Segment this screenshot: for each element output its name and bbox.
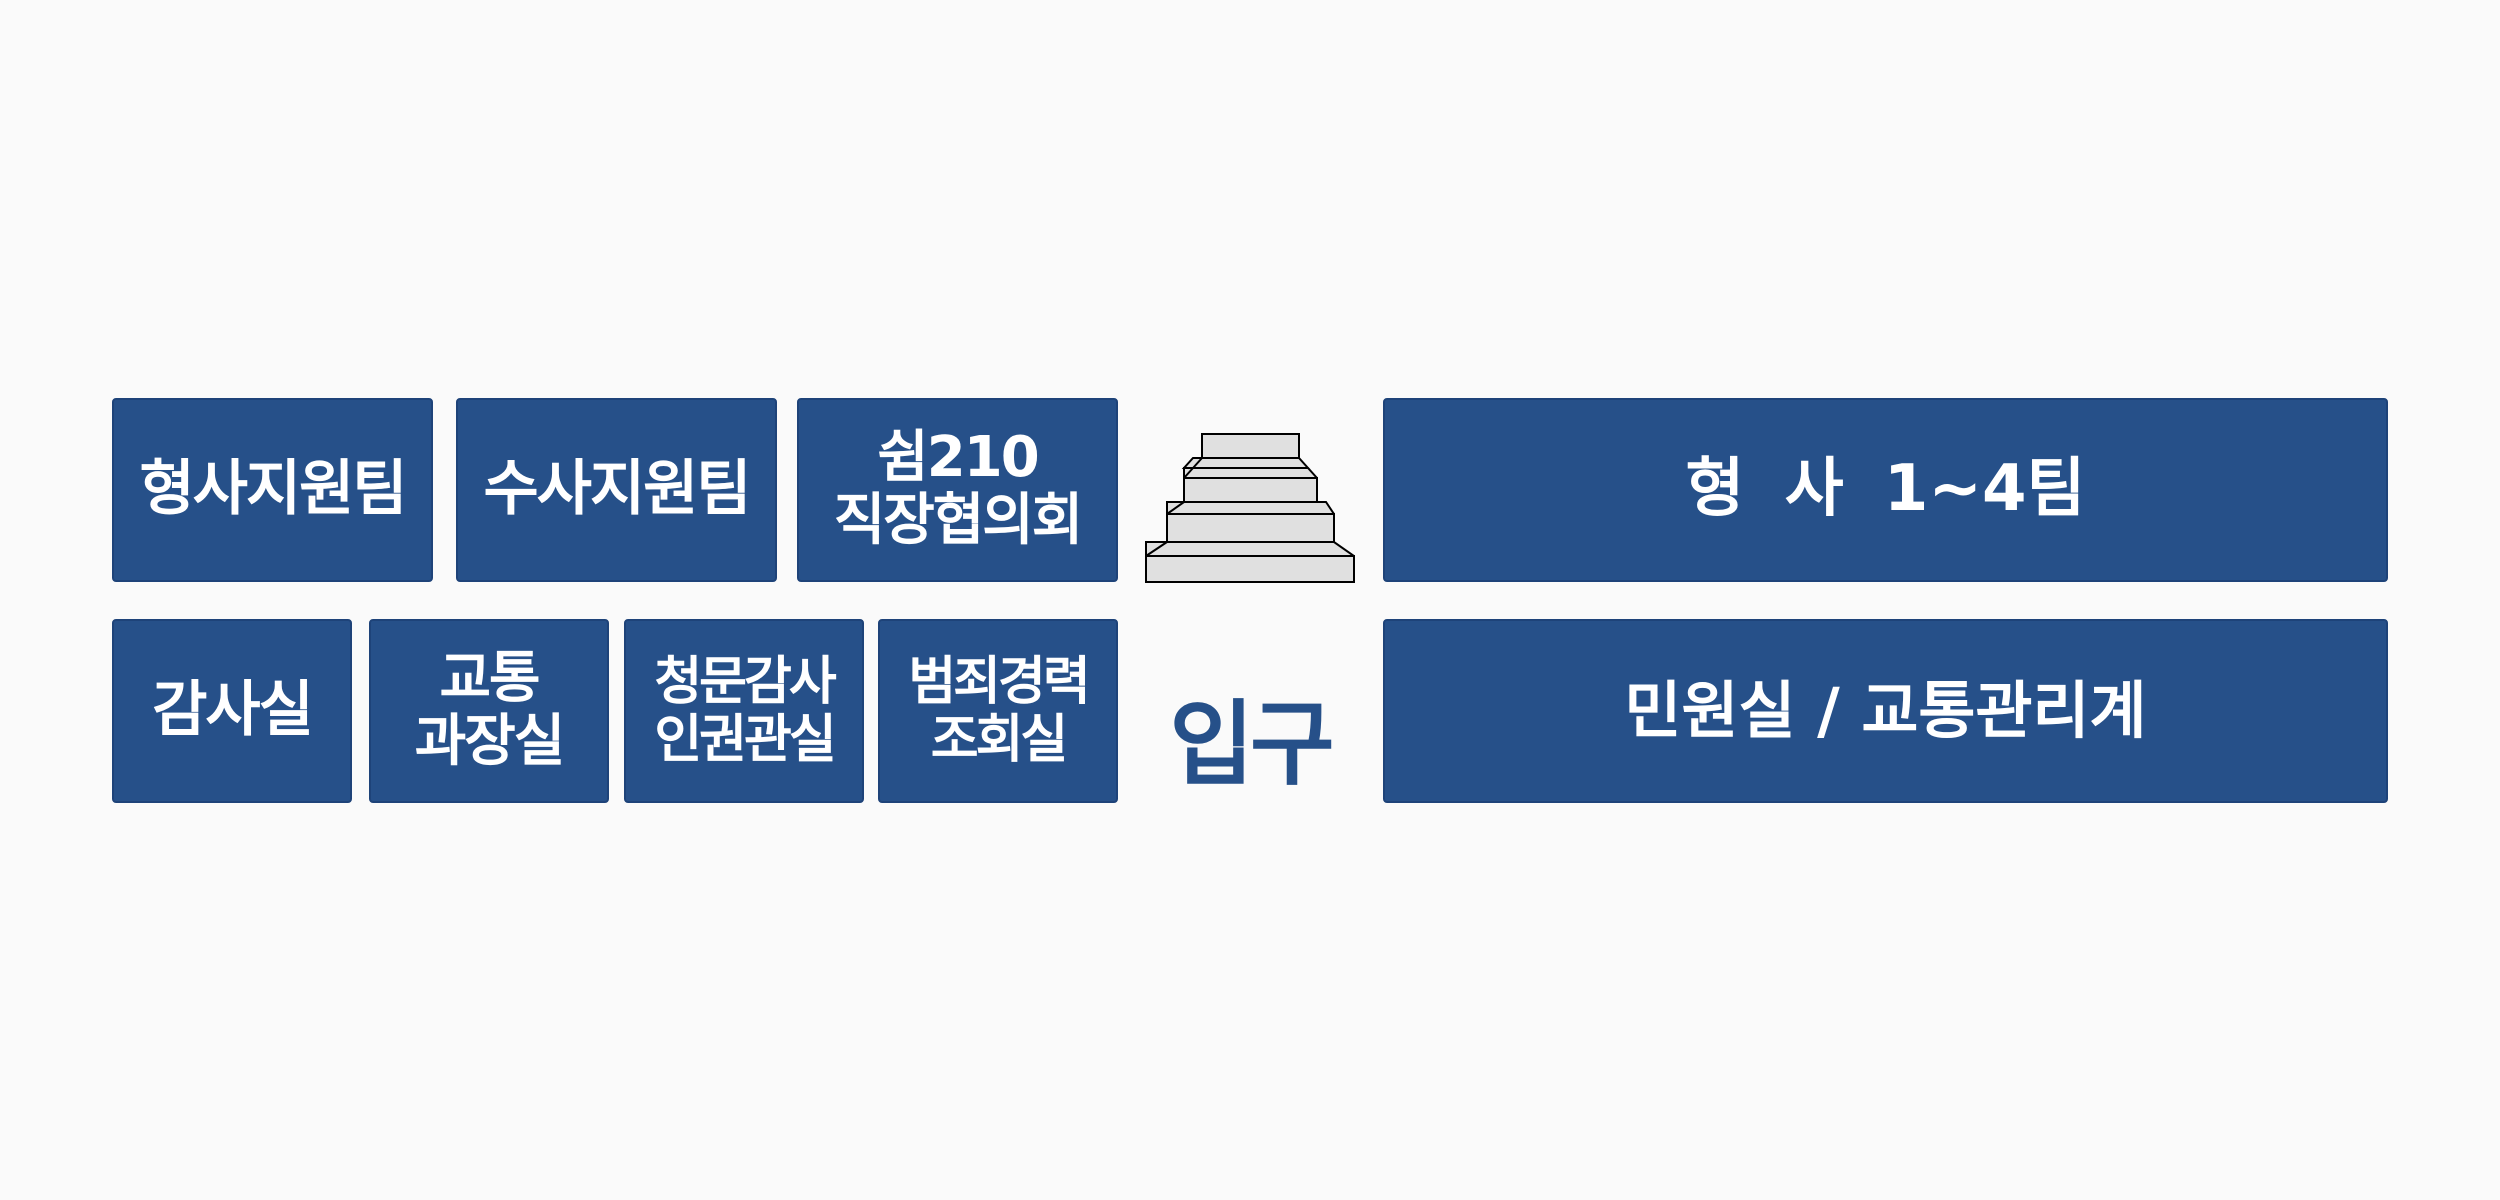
room-label-line-2: 조회실 (930, 710, 1069, 770)
room-label-line-2: 직장협의회 (833, 488, 1084, 553)
room-label-line-2: 인권관실 (654, 710, 836, 770)
room-workplace-council: 쉼210 직장협의회 (797, 398, 1118, 582)
room-label-line-1: 쉼210 (877, 425, 1039, 491)
room-traffic-chief-office: 교통 과장실 (369, 619, 609, 803)
stair-step (1201, 433, 1300, 459)
room-label: 민원실 / 교통관리계 (1624, 674, 2147, 748)
room-label: 수사지원팀 (483, 454, 752, 525)
room-criminal-support-team: 형사지원팀 (112, 398, 433, 582)
stair-step (1145, 555, 1355, 583)
stair-edge (1166, 501, 1185, 515)
room-label: 형 사 1~4팀 (1685, 452, 2086, 527)
entrance-label: 입구 (1169, 691, 1334, 798)
stair-edge (1183, 457, 1203, 479)
stair-step (1181, 457, 1311, 469)
stair-step (1183, 477, 1318, 503)
room-audit-office: 감사실 (112, 619, 352, 803)
room-label-line-1: 범죄경력 (908, 651, 1090, 712)
room-criminal-teams: 형 사 1~4팀 (1383, 398, 2388, 582)
room-label-line-1: 교통 (439, 646, 540, 712)
room-label: 감사실 (152, 675, 314, 746)
room-label: 형사지원팀 (139, 454, 408, 525)
room-label-line-1: 청문감사 (654, 651, 836, 712)
room-investigation-support-team: 수사지원팀 (456, 398, 777, 582)
room-civil-affairs-traffic: 민원실 / 교통관리계 (1383, 619, 2388, 803)
stair-edge (1145, 541, 1168, 557)
room-inspection-human-rights: 청문감사 인권관실 (624, 619, 864, 803)
room-criminal-record-check: 범죄경력 조회실 (878, 619, 1118, 803)
stairs-icon (1145, 433, 1355, 583)
stair-step (1166, 513, 1335, 543)
room-label-line-2: 과장실 (414, 709, 566, 774)
